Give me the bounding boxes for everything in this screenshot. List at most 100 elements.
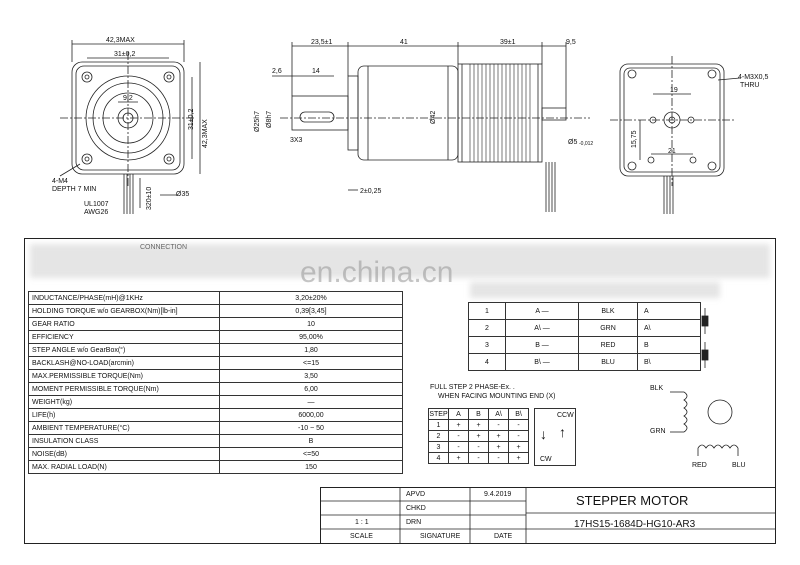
dim-bolt-spacing-v: 31±0,2 bbox=[188, 108, 195, 130]
sequence-cell: - bbox=[448, 441, 469, 453]
dim-rear-shaft: 9,5 bbox=[566, 39, 576, 46]
spec-value: <=50 bbox=[219, 447, 403, 461]
spec-row: MAX. RADIAL LOAD(N)150 bbox=[28, 460, 403, 474]
spec-name: LIFE(h) bbox=[28, 408, 220, 422]
spec-value: 6,00 bbox=[219, 382, 403, 396]
spec-value: <=15 bbox=[219, 356, 403, 370]
cw-label: CW bbox=[540, 456, 552, 463]
spec-row: AMBIENT TEMPERATURE(°C)-10 ~ 50 bbox=[28, 421, 403, 435]
title-block bbox=[320, 487, 776, 544]
spec-name: HOLDING TORQUE w/o GEARBOX(Nm)[lb-in] bbox=[28, 304, 220, 318]
spec-value: 1,80 bbox=[219, 343, 403, 357]
spec-name: NOISE(dB) bbox=[28, 447, 220, 461]
spec-value: 6000,00 bbox=[219, 408, 403, 422]
blurred-header bbox=[30, 244, 770, 278]
spec-value: 3,20±20% bbox=[219, 291, 403, 305]
blurred-wiring-header bbox=[470, 282, 720, 298]
sequence-cell: - bbox=[508, 419, 529, 431]
tb-scale-val: 1 : 1 bbox=[355, 519, 369, 526]
coil-schematic bbox=[701, 308, 709, 368]
dim-pilot: Ø35 bbox=[176, 191, 190, 198]
sequence-header-cell: A\ bbox=[488, 408, 509, 420]
tb-date: DATE bbox=[494, 533, 513, 540]
dim-overall: 42,3MAX bbox=[106, 37, 135, 44]
spec-header: CONNECTION bbox=[140, 244, 188, 251]
tb-scale: SCALE bbox=[350, 533, 373, 540]
tb-drn: DRN bbox=[406, 519, 422, 526]
spec-name: MAX. RADIAL LOAD(N) bbox=[28, 460, 220, 474]
spec-value: -10 ~ 50 bbox=[219, 421, 403, 435]
motor-schematic bbox=[670, 391, 739, 456]
direction-box: CCW CW ↓ ↑ bbox=[534, 408, 576, 466]
spec-name: BACKLASH@NO-LOAD(arcmin) bbox=[28, 356, 220, 370]
watermark: en.china.cn bbox=[300, 256, 454, 289]
spec-name: EFFICIENCY bbox=[28, 330, 220, 344]
label-depth: DEPTH 7 MIN bbox=[52, 186, 97, 193]
wiring-no: 3 bbox=[468, 336, 506, 354]
spec-row: NOISE(dB)<=50 bbox=[28, 447, 403, 461]
motor-fins bbox=[469, 64, 531, 162]
ccw-label: CCW bbox=[557, 412, 574, 419]
dim-h-spacing2: 21 bbox=[668, 148, 676, 155]
spec-value: 150 bbox=[219, 460, 403, 474]
label-holes: 4-M4 bbox=[52, 178, 68, 185]
sequence-header-cell: A bbox=[448, 408, 469, 420]
technical-drawing bbox=[59, 40, 741, 214]
tb-date-val: 9.4.2019 bbox=[484, 491, 512, 498]
dim-rear-tol: -0,012 bbox=[579, 141, 594, 147]
tb-chkd: CHKD bbox=[406, 505, 426, 512]
spec-name: GEAR RATIO bbox=[28, 317, 220, 331]
spec-row: WEIGHT(kg)— bbox=[28, 395, 403, 409]
dim-shaft-dia: Ø25h7 bbox=[254, 110, 261, 132]
sequence-cell: + bbox=[468, 430, 489, 442]
sequence-cell: - bbox=[468, 452, 489, 464]
dim-flange: 23,5±1 bbox=[311, 39, 333, 46]
sequence-row: 2-++- bbox=[428, 430, 529, 442]
spec-value: B bbox=[219, 434, 403, 448]
dim-body-dia: Ø42 bbox=[430, 110, 437, 124]
spec-row: BACKLASH@NO-LOAD(arcmin)<=15 bbox=[28, 356, 403, 370]
spec-row: MAX.PERMISSIBLE TORQUE(Nm)3,50 bbox=[28, 369, 403, 383]
dim-h-spacing: 19 bbox=[670, 87, 678, 94]
wiring-coil: B\ bbox=[637, 353, 701, 371]
wiring-no: 4 bbox=[468, 353, 506, 371]
dim-overall-v: 42,3MAX bbox=[202, 119, 209, 148]
tb-signature: SIGNATURE bbox=[420, 533, 461, 540]
sequence-cell: - bbox=[508, 430, 529, 442]
spec-row: STEP ANGLE w/o GearBox(°)1,80 bbox=[28, 343, 403, 357]
sequence-cell: + bbox=[508, 441, 529, 453]
sequence-cell: 2 bbox=[428, 430, 449, 442]
schematic-blu: BLU bbox=[732, 462, 746, 469]
dim-key: 3X3 bbox=[290, 137, 303, 144]
dim-flat-length: 14 bbox=[312, 68, 320, 75]
spec-value: 0,39[3,45] bbox=[219, 304, 403, 318]
schematic-red: RED bbox=[692, 462, 707, 469]
front-view bbox=[59, 40, 201, 214]
dim-shaft-dia2: Ø8h7 bbox=[266, 110, 273, 128]
wiring-lead: BLK bbox=[578, 302, 638, 320]
sequence-cell: + bbox=[468, 419, 489, 431]
dim-motor: 39±1 bbox=[500, 39, 516, 46]
tb-title: STEPPER MOTOR bbox=[576, 493, 689, 508]
sequence-row: 1++-- bbox=[428, 419, 529, 431]
dim-flange-thk: 2±0,25 bbox=[360, 188, 382, 195]
spec-value: — bbox=[219, 395, 403, 409]
spec-value: 3,50 bbox=[219, 369, 403, 383]
sequence-header-cell: B\ bbox=[508, 408, 529, 420]
wiring-lead: BLU bbox=[578, 353, 638, 371]
sequence-cell: 3 bbox=[428, 441, 449, 453]
dim-gearbox: 41 bbox=[400, 39, 408, 46]
wiring-lead: RED bbox=[578, 336, 638, 354]
seq-title1: FULL STEP 2 PHASE-Ex. . bbox=[430, 384, 515, 391]
spec-name: INDUCTANCE/PHASE(mH)@1KHz bbox=[28, 291, 220, 305]
sequence-cell: + bbox=[448, 419, 469, 431]
